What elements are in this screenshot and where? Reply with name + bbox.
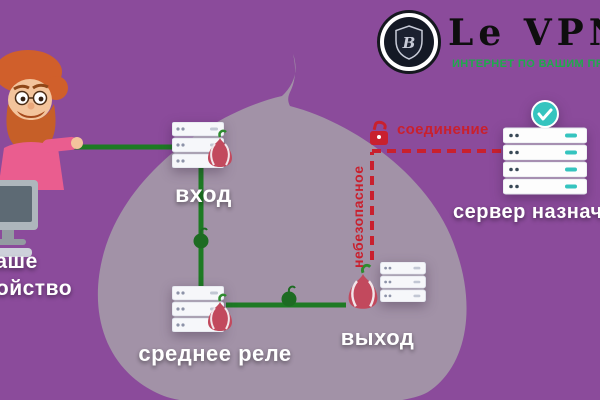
open-padlock-icon [370,120,388,145]
device-label-line1: ваше [0,250,38,273]
tor-onion-icon-exit [348,263,378,309]
server-chassis [503,127,587,195]
brand-name: Le VPN [448,12,600,54]
exit-node-label: выход [340,325,415,350]
device-label: ваше устройство [0,248,100,303]
destination-server-label: сервер назначения [453,201,600,223]
check-badge-icon [531,100,559,128]
server-chassis [172,286,224,332]
tor-onion-icon-entry [208,129,232,167]
insecure-connection-label: соединение [397,121,489,138]
svg-text:B: B [402,34,416,52]
server-chassis [380,262,426,302]
entry-node-label: вход [175,181,232,207]
monitor-icon [0,180,38,257]
exit-server-icon [380,262,426,302]
brand-tagline: ИНТЕРНЕТ ПО ВАШИМ ПРАВИЛАМ [452,58,600,70]
levpn-shield-emblem-icon: B [377,10,441,74]
destination-server-icon [503,100,587,195]
device-label-line2: устройство [0,277,73,301]
tor-onion-icon-middle [208,293,232,331]
insecure-label-vertical: небезопасное [350,165,366,268]
cartoon-user-illustration [0,50,83,257]
middle-relay-server-icon [172,286,224,332]
onion-marker-icon [193,227,209,249]
middle-relay-label: среднее реле [138,341,292,366]
onion-marker-icon [281,285,297,307]
cartoon-user [0,50,83,257]
